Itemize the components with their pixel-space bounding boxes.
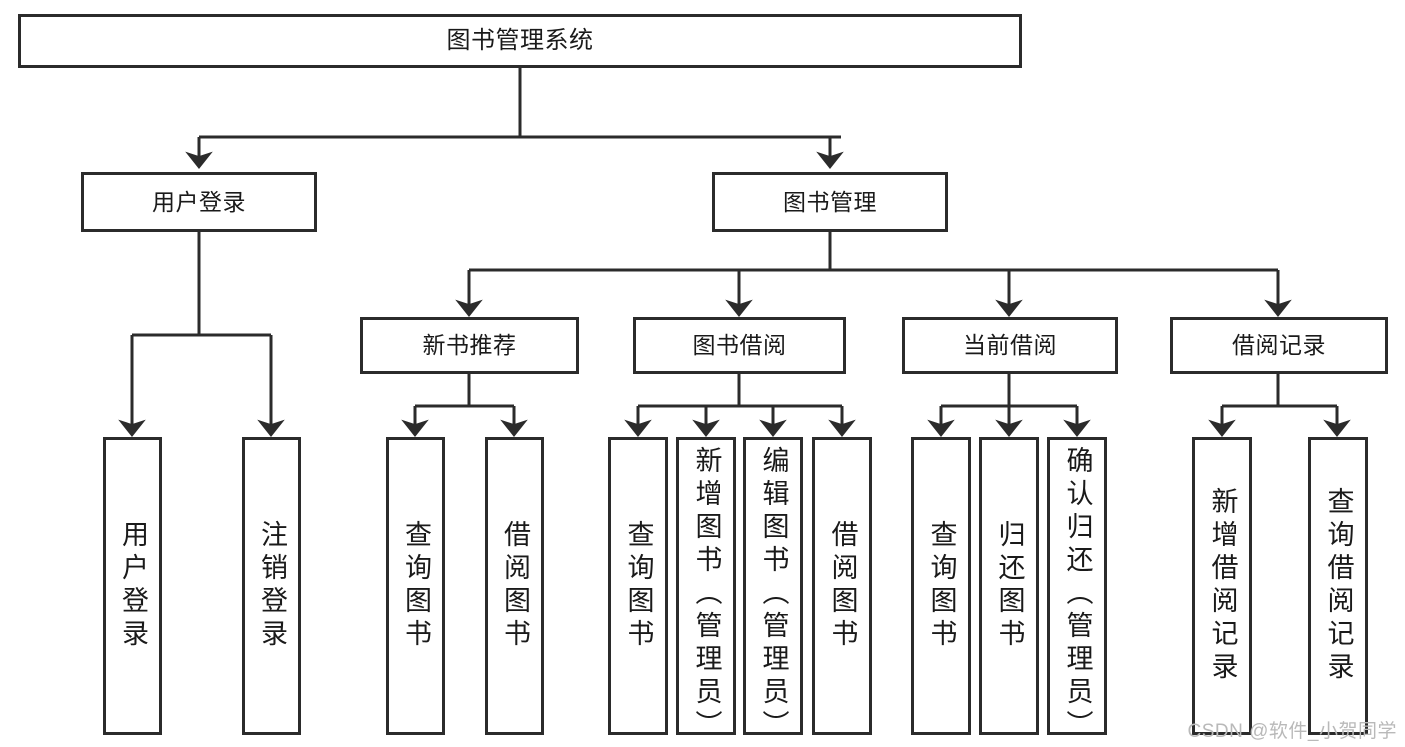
- node-label: 查询图书: [926, 520, 957, 652]
- node-label: 查询图书: [401, 520, 431, 652]
- leaf-add-book[interactable]: 新增图书（管理员）: [676, 437, 736, 743]
- node-user-login[interactable]: 用户登录: [81, 172, 317, 232]
- node-root-system[interactable]: 图书管理系统: [18, 14, 1022, 68]
- leaf-confirm-return[interactable]: 确认归还（管理员）: [1047, 437, 1107, 743]
- leaf-query-book-borrow[interactable]: 查询图书: [608, 437, 668, 735]
- node-label: 图书管理系统: [446, 27, 594, 55]
- node-borrow-record[interactable]: 借阅记录: [1170, 317, 1388, 374]
- node-label: 图书借阅: [692, 332, 787, 359]
- leaf-query-borrow-record[interactable]: 查询借阅记录: [1308, 437, 1368, 735]
- leaf-add-borrow-record[interactable]: 新增借阅记录: [1192, 437, 1252, 735]
- node-label: 当前借阅: [963, 332, 1057, 359]
- leaf-edit-book[interactable]: 编辑图书（管理员）: [743, 437, 803, 743]
- node-book-manage[interactable]: 图书管理: [712, 172, 948, 232]
- node-label: 借阅图书: [500, 520, 530, 652]
- node-label: 借阅记录: [1232, 332, 1326, 359]
- watermark-csdn: CSDN @软件_小贺同学: [1187, 721, 1397, 742]
- node-label: 新增图书（管理员）: [691, 446, 722, 743]
- leaf-logout-login[interactable]: 注销登录: [242, 437, 301, 735]
- node-current-borrow[interactable]: 当前借阅: [902, 317, 1118, 374]
- leaf-query-book-recommend[interactable]: 查询图书: [386, 437, 445, 735]
- node-book-borrow[interactable]: 图书借阅: [633, 317, 846, 374]
- leaf-borrow-book-recommend[interactable]: 借阅图书: [485, 437, 544, 735]
- node-label: 确认归还（管理员）: [1062, 446, 1093, 743]
- node-label: 借阅图书: [827, 520, 858, 652]
- node-label: 注销登录: [257, 520, 287, 652]
- node-label: 查询图书: [623, 520, 654, 652]
- leaf-return-book[interactable]: 归还图书: [979, 437, 1039, 735]
- node-label: 图书管理: [783, 188, 877, 215]
- node-label: 新书推荐: [422, 332, 517, 359]
- node-label: 用户登录: [118, 520, 148, 652]
- leaf-user-login[interactable]: 用户登录: [103, 437, 162, 735]
- node-label: 归还图书: [994, 520, 1025, 652]
- node-label: 用户登录: [152, 188, 246, 215]
- node-label: 查询借阅记录: [1323, 487, 1354, 685]
- leaf-borrow-book[interactable]: 借阅图书: [812, 437, 872, 735]
- node-new-book-recommend[interactable]: 新书推荐: [360, 317, 579, 374]
- leaf-query-book-current[interactable]: 查询图书: [911, 437, 971, 735]
- node-label: 新增借阅记录: [1207, 487, 1238, 685]
- node-label: 编辑图书（管理员）: [758, 446, 789, 743]
